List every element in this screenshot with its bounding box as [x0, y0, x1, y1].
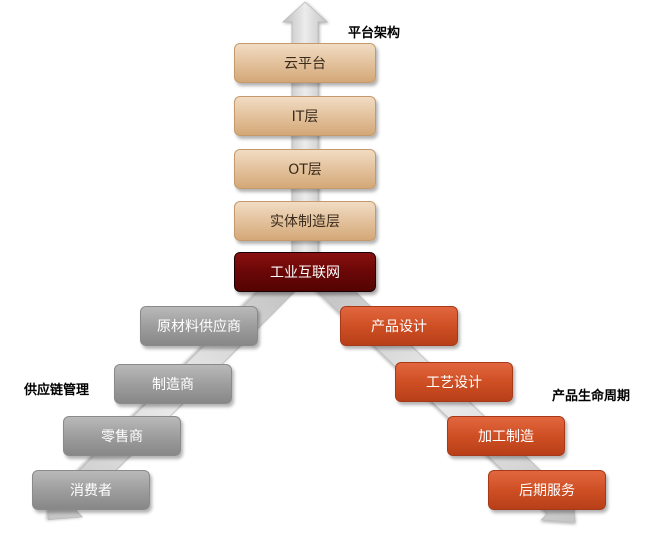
lifecycle-item-product-design: 产品设计: [340, 306, 458, 346]
lifecycle-item-process-design: 工艺设计: [395, 362, 513, 402]
layer-it: IT层: [234, 96, 376, 136]
layer-ot: OT层: [234, 149, 376, 189]
supply-item-consumer: 消费者: [32, 470, 150, 510]
platform-architecture-label: 平台架构: [348, 26, 401, 41]
supply-item-manufacturer: 制造商: [114, 364, 232, 404]
lifecycle-item-machining: 加工制造: [447, 416, 565, 456]
product-lifecycle-label: 产品生命周期: [552, 389, 631, 404]
layer-cloud-platform: 云平台: [234, 43, 376, 83]
lifecycle-item-after-service: 后期服务: [488, 470, 606, 510]
supply-chain-label: 供应链管理: [24, 383, 90, 398]
supply-item-retailer: 零售商: [63, 416, 181, 456]
industrial-internet-core: 工业互联网: [234, 252, 376, 292]
layer-physical-manufacturing: 实体制造层: [234, 201, 376, 241]
supply-item-raw-material-supplier: 原材料供应商: [140, 306, 258, 346]
